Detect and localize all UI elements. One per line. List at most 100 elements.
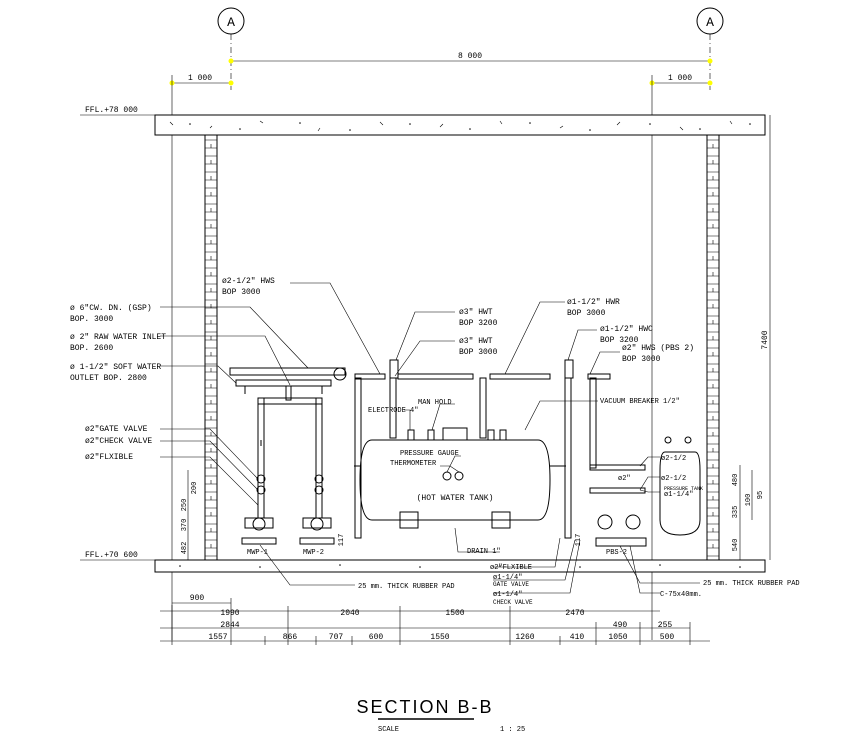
label-gate114-2: GATE VALVE (493, 581, 529, 588)
dim-1550: 1550 (430, 633, 449, 642)
dim-left-offset: 1 000 (188, 74, 212, 83)
dim-117-b: 117 (575, 534, 583, 547)
label-channel: C-75x40mm. (660, 591, 702, 599)
label-d114: ø1-1/4" (664, 491, 693, 499)
dim-540: 540 (732, 539, 740, 552)
label-d212a: ø2-1/2 (661, 455, 686, 463)
label-hwt1-2: BOP 3200 (459, 319, 498, 328)
hot-water-tank: (HOT WATER TANK) (354, 427, 566, 529)
bottom-slab: FFL.+70 600 (80, 551, 766, 573)
right-dimensions: 7400 480 335 100 95 540 (732, 115, 771, 560)
dim-866: 866 (283, 633, 298, 642)
dim-2040: 2040 (340, 609, 359, 618)
label-flex2: ø2"FLXIBLE (490, 564, 532, 572)
pump-pbs-2: PBS-2 (595, 514, 647, 557)
label-vacuum: VACUUM BREAKER 1/2" (600, 398, 680, 406)
pump-mwp-2-label: MWP-2 (303, 549, 324, 557)
dim-overall: 8 000 (458, 52, 482, 61)
label-hwt2-2: BOP 3000 (459, 348, 498, 357)
dim-100: 100 (745, 494, 753, 507)
label-cwdn-2: BOP. 3000 (70, 315, 113, 324)
label-d212b: ø2-1/2 (661, 475, 686, 483)
label-raw-2: BOP. 2600 (70, 344, 113, 353)
label-hwc-2: BOP 3200 (600, 336, 639, 345)
dim-117-a: 117 (338, 534, 346, 547)
dim-right-offset: 1 000 (668, 74, 692, 83)
scale-value: 1 : 25 (500, 726, 525, 734)
tank-label: (HOT WATER TANK) (417, 494, 494, 503)
label-pressure-gauge: PRESSURE GAUGE (400, 450, 459, 458)
level-top: FFL.+78 000 (85, 106, 138, 115)
label-hwc-1: ø1-1/2" HWC (600, 325, 653, 334)
right-wall (706, 134, 720, 561)
label-check114-2: CHECK VALVE (493, 599, 533, 606)
dim-500: 500 (660, 633, 675, 642)
dim-335: 335 (732, 506, 740, 519)
dim-2844: 2844 (220, 621, 239, 630)
label-drain: DRAIN 1" (467, 548, 501, 556)
left-wall (204, 134, 218, 561)
label-hwr-1: ø1-1/2" HWR (567, 298, 620, 307)
label-electrode: ELECTRODE 4" (368, 407, 418, 415)
pipe-labels: ø2-1/2" HWS BOP 3000 ø 6"CW. DN. (GSP) B… (70, 277, 800, 606)
dim-200: 200 (191, 482, 199, 495)
dim-95: 95 (757, 491, 765, 499)
label-gate114-1: ø1-1/4" (493, 574, 522, 582)
pressure-tank (589, 436, 701, 536)
label-pressure-tank: PRESSURE TANK (664, 486, 703, 492)
label-soft-1: ø 1-1/2" SOFT WATER (70, 363, 161, 372)
bottom-dimensions: 900 1990 2040 1500 2470 2844 490 255 155… (160, 594, 710, 645)
pump-mwp-2: MWP-2 (299, 517, 335, 557)
dim-480: 480 (732, 474, 740, 487)
scale-label: SCALE (378, 726, 399, 734)
dim-707: 707 (329, 633, 344, 642)
top-dimensions: 8 000 1 000 1 000 (169, 52, 713, 86)
label-thermometer: THERMOMETER (390, 460, 437, 468)
label-flexible: ø2"FLXIBLE (85, 453, 133, 462)
pump-mwp-1: MWP-1 (241, 517, 277, 557)
title-block: SECTION B-B SCALE 1 : 25 (356, 697, 525, 734)
label-hwspbs-2: BOP 3000 (622, 355, 661, 364)
dim-370: 370 (181, 519, 189, 532)
dim-1557: 1557 (208, 633, 227, 642)
label-manhold: MAN HOLD (418, 399, 452, 407)
dim-250: 250 (181, 499, 189, 512)
label-pad-left: 25 mm. THICK RUBBER PAD (358, 583, 455, 591)
label-d2: ø2" (618, 475, 631, 483)
label-soft-2: OUTLET BOP. 2800 (70, 374, 147, 383)
dim-410: 410 (570, 633, 585, 642)
label-cwdn-1: ø 6"CW. DN. (GSP) (70, 304, 152, 313)
left-dimensions: 250 370 200 482 117 117 (181, 470, 583, 560)
section-title: SECTION B-B (356, 697, 493, 717)
dim-height: 7400 (761, 330, 770, 349)
label-check114-1: ø1-1/4" (493, 591, 522, 599)
dim-255: 255 (658, 621, 673, 630)
dim-1990: 1990 (220, 609, 239, 618)
label-hwspbs-1: ø2" HWS (PBS 2) (622, 344, 694, 353)
label-hwt2-1: ø3" HWT (459, 337, 493, 346)
label-hwr-2: BOP 3000 (567, 309, 606, 318)
pump-mwp-1-label: MWP-1 (247, 549, 268, 557)
dim-482: 482 (181, 542, 189, 555)
label-hws-1: ø2-1/2" HWS (222, 277, 275, 286)
dim-1260: 1260 (515, 633, 534, 642)
pipe-header (229, 359, 611, 394)
grid-bubble-right: A (696, 7, 724, 35)
label-hws-2: BOP 3000 (222, 288, 261, 297)
dim-900: 900 (190, 594, 205, 603)
grid-bubble-left-label: A (227, 15, 235, 30)
label-gate-valve: ø2"GATE VALVE (85, 425, 148, 434)
dim-600: 600 (369, 633, 384, 642)
leader-lines (160, 282, 700, 594)
label-check-valve: ø2"CHECK VALVE (85, 437, 152, 446)
dim-1500: 1500 (445, 609, 464, 618)
dim-1050: 1050 (608, 633, 627, 642)
dim-490: 490 (613, 621, 628, 630)
dim-2470: 2470 (565, 609, 584, 618)
label-raw-1: ø 2" RAW WATER INLET (70, 333, 166, 342)
pump-pbs-2-label: PBS-2 (606, 549, 627, 557)
grid-bubble-right-label: A (706, 15, 714, 30)
level-bottom: FFL.+70 600 (85, 551, 138, 560)
label-pad-right: 25 mm. THICK RUBBER PAD (703, 580, 800, 588)
